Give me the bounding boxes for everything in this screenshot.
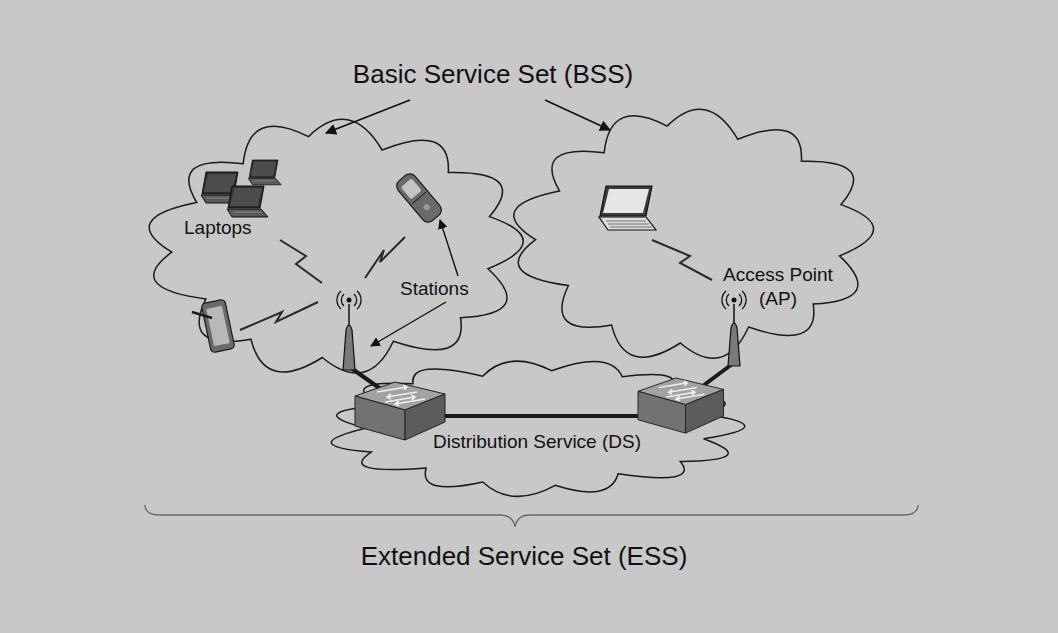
phone-icon: [394, 171, 444, 225]
laptop-icon: [227, 186, 268, 217]
cloud-outline: [505, 100, 880, 370]
laptop-icon: [201, 172, 242, 203]
wire: [351, 368, 385, 392]
cloud-shape: [331, 361, 744, 496]
tablet-icon: [201, 299, 235, 353]
laptop-icon: [599, 186, 656, 230]
cloud-node: Access Point (AP): [505, 100, 880, 370]
wire: [440, 414, 640, 418]
switch-icon: [638, 378, 724, 433]
node-text: Laptops: [184, 216, 304, 240]
leader-arrow: [545, 100, 610, 130]
bracket: [145, 505, 918, 527]
wireless-link: [365, 237, 405, 278]
cloud-outline: [320, 355, 750, 500]
laptop-icon: [248, 160, 281, 185]
node-text: Access Point (AP): [708, 263, 848, 311]
stylus: [192, 312, 212, 318]
leader-arrow: [440, 220, 458, 276]
set-label: Basic Service Set (BSS): [343, 55, 643, 93]
leader-arrow: [326, 100, 410, 133]
wireless-link: [652, 240, 712, 280]
wire: [700, 362, 735, 388]
node-text: Distribution Service (DS): [427, 429, 647, 454]
node-text: Stations: [400, 277, 510, 301]
leader-arrow: [371, 302, 446, 346]
cloud-outline: [140, 110, 530, 385]
set-label: Extended Service Set (ESS): [359, 537, 689, 575]
cloud-node: Distribution Service (DS): [320, 355, 750, 500]
switch-icon: [355, 382, 445, 440]
wireless-link: [240, 302, 318, 330]
antenna-icon: [337, 291, 361, 370]
cloud-shape: [514, 109, 874, 358]
cloud-shape: [149, 119, 523, 373]
antenna-icon: [722, 291, 746, 366]
wireless-link: [280, 240, 322, 283]
cloud-node: LaptopsStations: [140, 110, 530, 385]
